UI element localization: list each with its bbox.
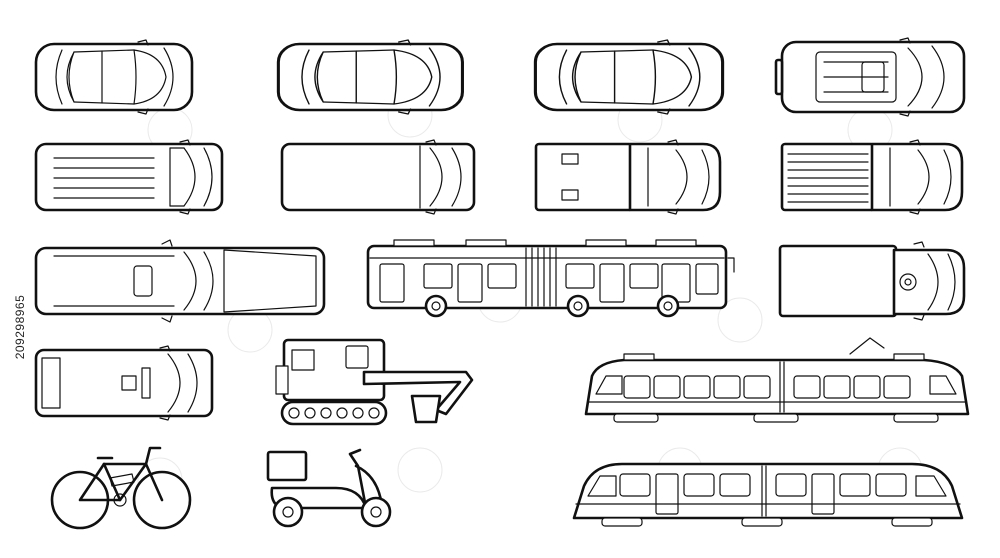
- pickup-truck-top-icon: [534, 138, 722, 216]
- ambulance-top-icon: [34, 345, 214, 421]
- train-side-icon: [572, 462, 964, 527]
- excavator-side-icon: [275, 338, 474, 426]
- tram-side-icon: [584, 337, 970, 423]
- bicycle-side-icon: [50, 446, 192, 530]
- pickup-truck-bed-top-icon: [780, 138, 964, 216]
- stock-image-id: 209298965: [13, 294, 27, 360]
- hatchback-car-top-icon: [34, 38, 194, 116]
- coupe-car-top-icon: [533, 38, 725, 116]
- suv-car-top-icon: [774, 37, 966, 117]
- minivan-top-icon: [34, 138, 224, 216]
- limousine-top-icon: [34, 239, 326, 323]
- cargo-van-top-icon: [280, 139, 476, 215]
- box-truck-top-icon: [778, 241, 966, 321]
- sedan-car-top-icon: [276, 38, 464, 116]
- articulated-bus-side-icon: [366, 239, 735, 318]
- scooter-side-icon: [266, 448, 392, 528]
